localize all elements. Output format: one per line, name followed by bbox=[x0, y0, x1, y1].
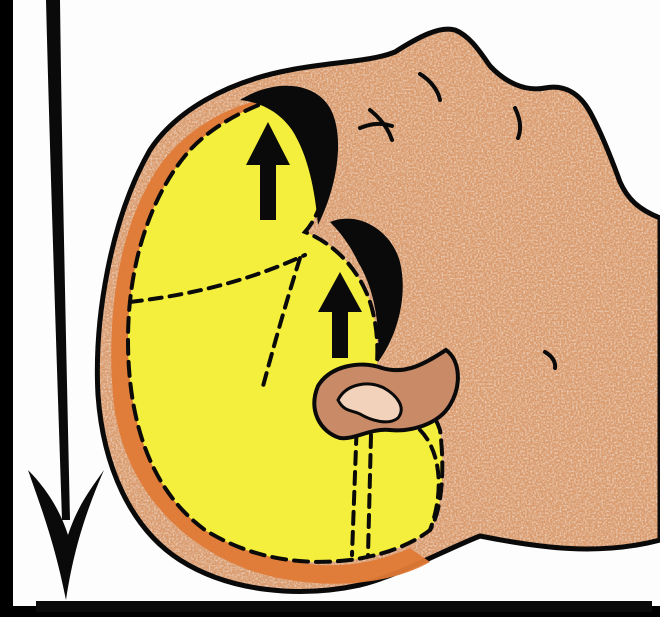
floor-line bbox=[36, 601, 652, 612]
